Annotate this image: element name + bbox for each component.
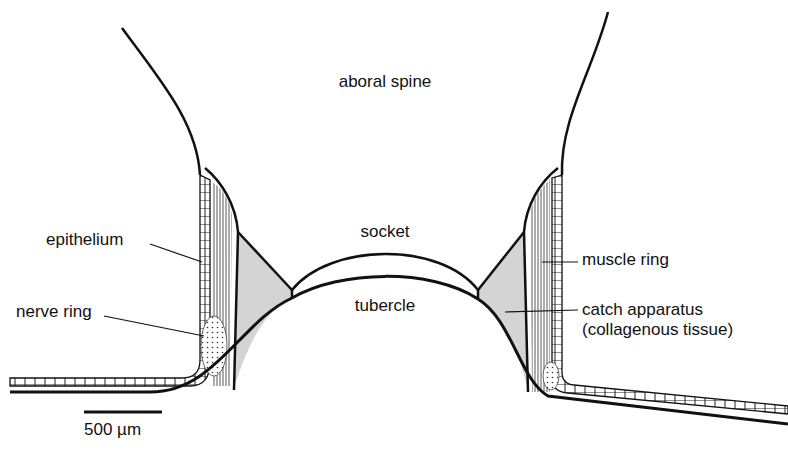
leader-line <box>104 316 204 336</box>
tubercle-outline <box>10 276 788 424</box>
spine-outline-left <box>122 28 200 175</box>
leader-line <box>542 261 578 262</box>
spine-wall-right <box>524 168 558 392</box>
spine-outline-right <box>562 12 608 175</box>
leader-line <box>505 310 578 312</box>
callout-label: nerve ring <box>16 302 92 322</box>
scale-label: 500 µm <box>84 420 141 440</box>
structure-label: socket <box>360 222 409 242</box>
leader-line <box>150 244 202 262</box>
spine-base-edge-right <box>478 232 524 290</box>
callout-label: muscle ring <box>582 250 669 270</box>
spine-base-edge-left <box>238 232 292 290</box>
epithelium-left <box>10 175 210 386</box>
catch-apparatus-left <box>234 232 292 388</box>
structure-label: tubercle <box>355 296 415 316</box>
nerve-ring-right <box>543 362 559 390</box>
callout-label: epithelium <box>46 230 124 250</box>
muscle-ring-right <box>530 180 550 392</box>
callout-label: catch apparatus (collagenous tissue) <box>582 300 778 340</box>
scale-bar <box>84 411 162 414</box>
structure-label: aboral spine <box>339 72 432 92</box>
epithelium-right <box>552 175 788 414</box>
nerve-ring-left <box>201 316 227 376</box>
